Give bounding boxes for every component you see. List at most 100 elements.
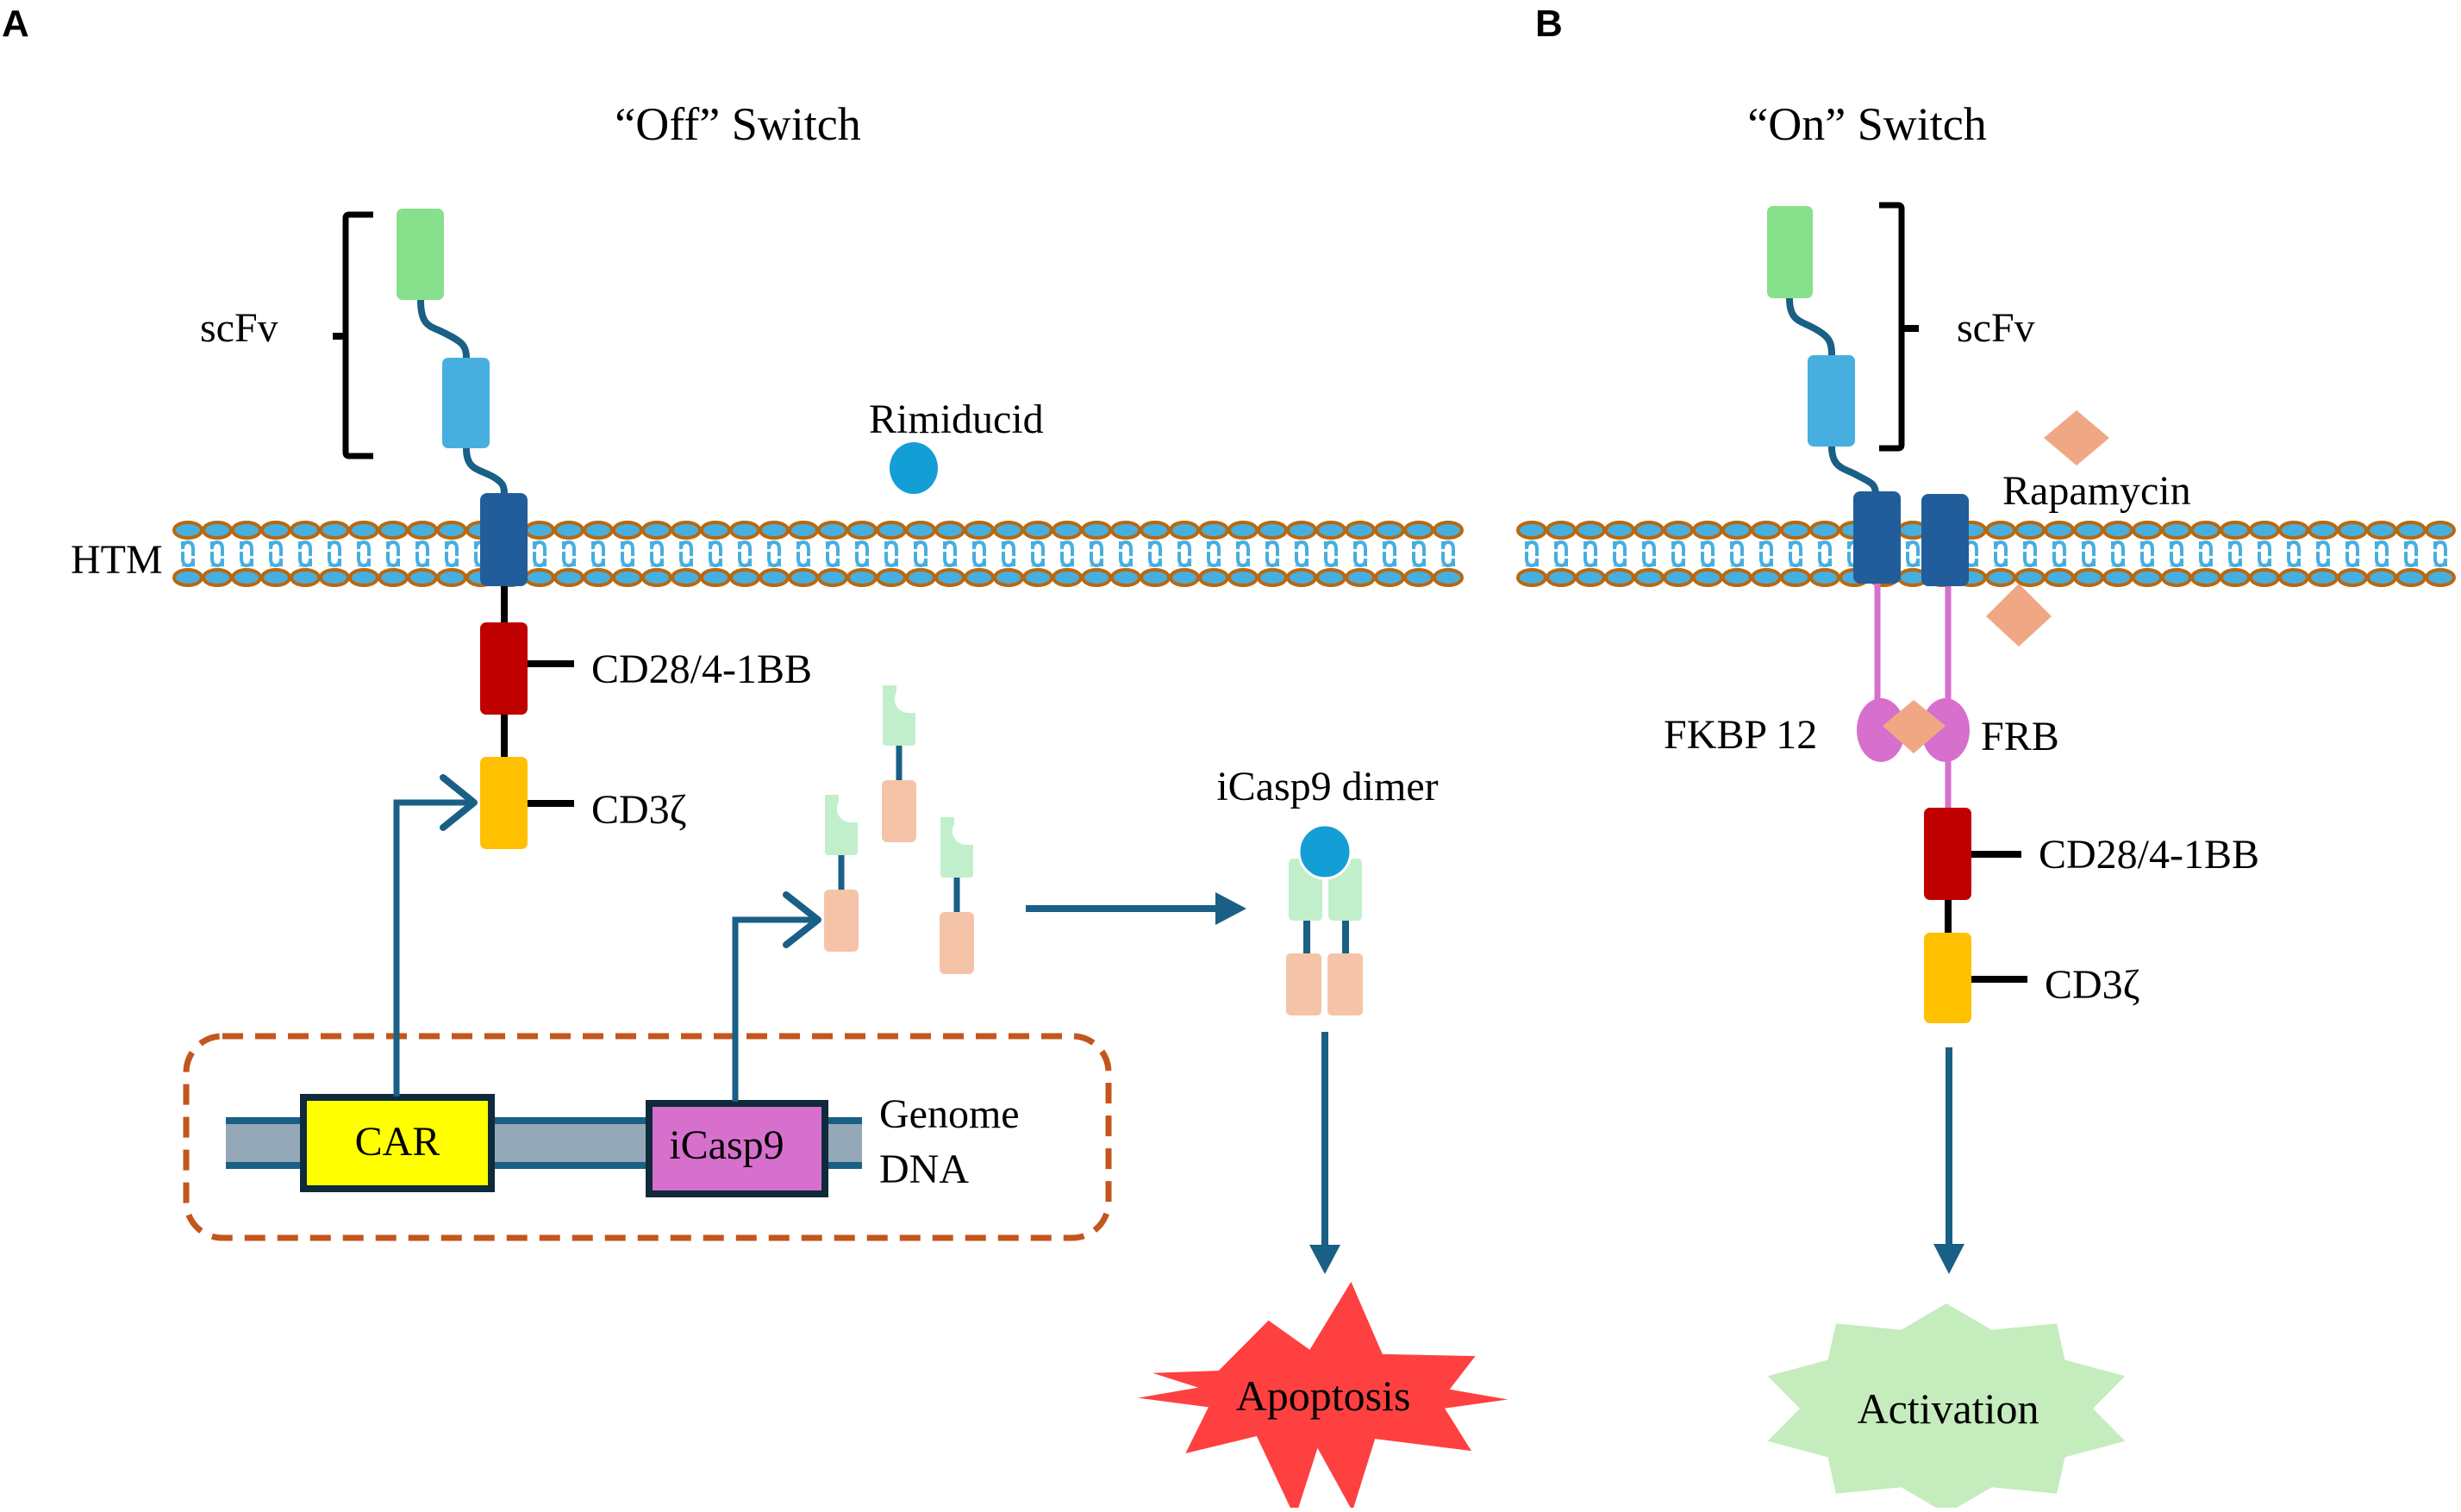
lipid-head — [1169, 521, 1200, 540]
lipid-head — [2425, 568, 2456, 587]
lipid-head — [290, 568, 321, 587]
lipid-head — [1433, 568, 1464, 587]
lipid — [876, 521, 907, 587]
scfv-label-b: scFv — [1957, 305, 2035, 351]
lipid — [202, 521, 233, 587]
icasp9-monomer — [824, 795, 859, 952]
dna-label: DNA — [879, 1146, 969, 1192]
lipid-head — [788, 521, 819, 540]
lipid-head — [1663, 568, 1694, 587]
lipid-head — [524, 568, 555, 587]
apoptosis-label: Apoptosis — [1236, 1371, 1411, 1420]
lipid-head — [1985, 568, 2016, 587]
fkbp12-label: FKBP 12 — [1664, 712, 1817, 758]
icasp9-monomer — [882, 685, 916, 842]
lipid — [2014, 521, 2046, 587]
lipid-head — [1198, 568, 1229, 587]
lipid-head — [290, 521, 321, 540]
lipid-head — [172, 521, 203, 540]
dimerization-arrow — [1026, 892, 1246, 925]
lipid — [1227, 521, 1259, 587]
lipid — [1633, 521, 1665, 587]
lipid-head — [2132, 521, 2163, 540]
lipid — [700, 521, 731, 587]
lipid-head — [1780, 521, 1811, 540]
scfv-bracket-a — [333, 211, 373, 459]
lipid — [671, 521, 702, 587]
lipid-head — [2249, 521, 2280, 540]
lipid — [436, 521, 467, 587]
lipid-head — [1751, 521, 1782, 540]
activation-burst — [1767, 1303, 2126, 1512]
lipid-head — [1985, 521, 2016, 540]
lipid-head — [1110, 568, 1141, 587]
lipid — [2190, 521, 2221, 587]
lipid-head — [2278, 568, 2309, 587]
lipid-head — [583, 521, 614, 540]
lipid — [788, 521, 819, 587]
lipid — [2337, 521, 2368, 587]
lipid-head — [876, 568, 907, 587]
lipid-head — [934, 521, 965, 540]
lipid — [2249, 521, 2280, 587]
lipid — [1575, 521, 1606, 587]
cell-membrane-b — [1516, 521, 2456, 587]
lipid-head — [1809, 521, 1840, 540]
lipid-head — [2190, 568, 2221, 587]
lipid-head — [1751, 568, 1782, 587]
bound-rapamycin — [1883, 700, 1946, 753]
lipid-head — [993, 521, 1024, 540]
costim-domain-a — [480, 622, 528, 715]
panel-a-letter: A — [2, 3, 29, 45]
lipid-head — [2190, 521, 2221, 540]
lipid — [1433, 521, 1464, 587]
lipid-head — [1286, 568, 1317, 587]
lipid-head — [583, 568, 614, 587]
lipid — [1345, 521, 1376, 587]
lipid-head — [1403, 568, 1434, 587]
lipid — [905, 521, 936, 587]
lipid — [2308, 521, 2339, 587]
vh-domain-b — [1808, 355, 1855, 447]
lipid-head — [2132, 568, 2163, 587]
transmembrane-domain-b-1 — [1853, 491, 1901, 584]
lipid-head — [1721, 521, 1752, 540]
lipid-head — [378, 521, 409, 540]
lipid-head — [2073, 568, 2104, 587]
lipid-head — [1721, 568, 1752, 587]
lipid-head — [2014, 568, 2046, 587]
lipid-head — [1663, 521, 1694, 540]
genome-label: Genome — [879, 1091, 1020, 1137]
lipid-head — [1022, 521, 1053, 540]
lipid-head — [1546, 568, 1577, 587]
apoptosis-arrow — [1309, 1032, 1340, 1274]
fkbp12-domain — [1857, 698, 1905, 762]
htm-label: HTM — [71, 537, 163, 583]
lipid — [1516, 521, 1547, 587]
lipid-head — [1257, 568, 1288, 587]
lipid — [1721, 521, 1752, 587]
lipid — [1169, 521, 1200, 587]
lipid-head — [641, 521, 672, 540]
lipid-head — [1633, 568, 1665, 587]
lipid-head — [846, 521, 878, 540]
lipid-head — [202, 521, 233, 540]
lipid-head — [700, 521, 731, 540]
lipid-head — [260, 521, 291, 540]
lipid — [1897, 521, 1928, 587]
linker-a-1 — [417, 299, 470, 359]
lipid-head — [1692, 568, 1723, 587]
cell-membrane-a — [172, 521, 1464, 587]
lipid-head — [2044, 521, 2075, 540]
lipid-head — [2395, 521, 2427, 540]
hinge-a — [463, 447, 508, 497]
lipid — [1198, 521, 1229, 587]
lipid-head — [1022, 568, 1053, 587]
lipid-head — [1052, 521, 1083, 540]
lipid — [729, 521, 760, 587]
lipid — [2044, 521, 2075, 587]
lipid — [319, 521, 350, 587]
lipid-head — [2308, 521, 2339, 540]
lipid-head — [407, 568, 438, 587]
